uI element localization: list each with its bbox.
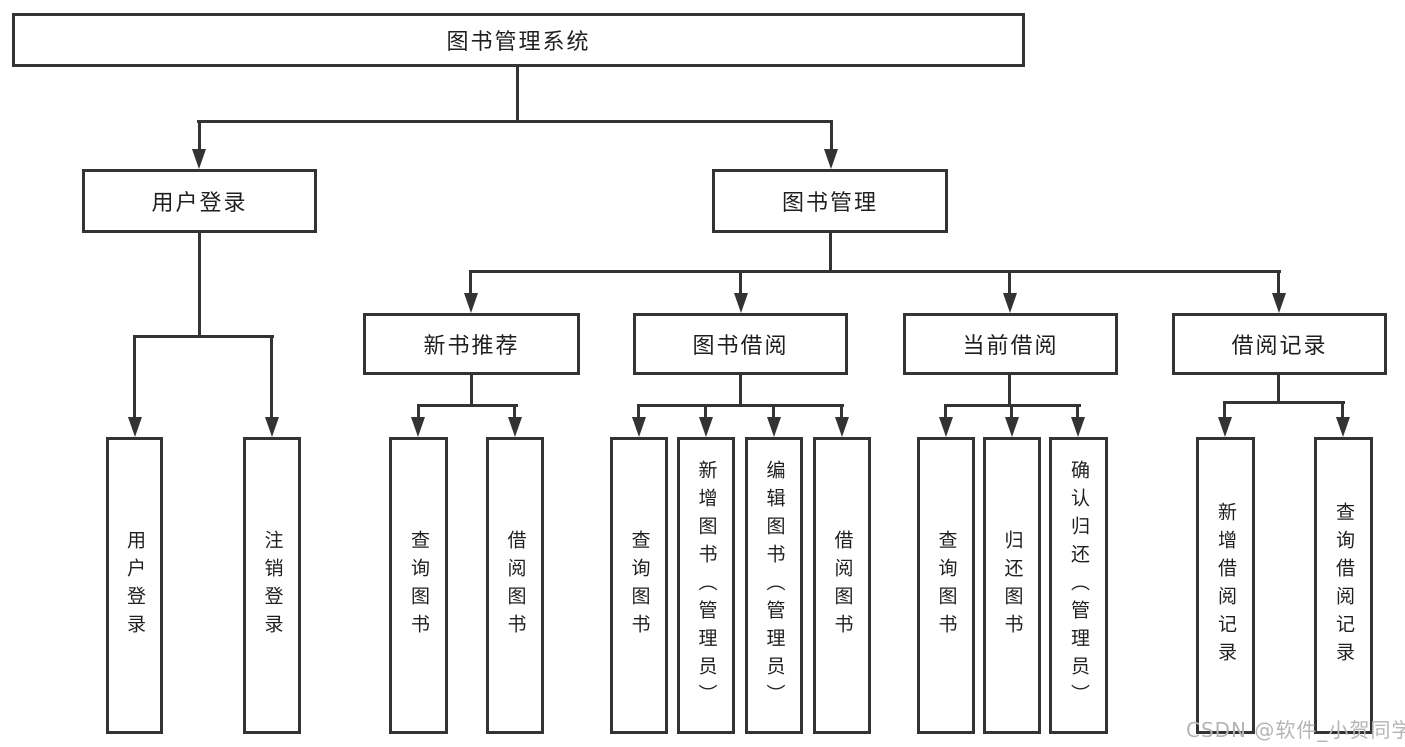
node-book-management: 图书管理: [712, 169, 948, 233]
connector-line: [133, 335, 136, 417]
arrow-down-icon: [835, 417, 849, 437]
node-label: 归还图书: [1001, 529, 1024, 642]
connector-line: [1277, 270, 1280, 293]
node-label: 查询图书: [628, 529, 651, 642]
connector-line: [469, 270, 1281, 273]
connector-line: [840, 404, 843, 417]
leaf-query-books: 查询图书: [610, 437, 668, 734]
connector-line: [417, 404, 420, 417]
arrow-down-icon: [734, 293, 748, 313]
node-label: 查询借阅记录: [1333, 501, 1355, 670]
node-label: 当前借阅: [962, 334, 1059, 359]
connector-line: [516, 67, 519, 121]
connector-line: [470, 375, 473, 407]
node-label: 编辑图书（管理员）: [763, 459, 786, 712]
connector-line: [270, 335, 273, 417]
leaf-edit-books-admin: 编辑图书（管理员）: [745, 437, 803, 734]
node-label: 用户登录: [124, 529, 146, 642]
connector-line: [772, 404, 775, 417]
node-label: 借阅图书: [831, 529, 854, 642]
node-new-book-recommend: 新书推荐: [363, 313, 580, 375]
connector-line: [198, 233, 201, 338]
connector-line: [1277, 375, 1280, 404]
connector-line: [944, 404, 947, 417]
connector-line: [830, 121, 833, 149]
node-label: 图书管理系统: [446, 30, 591, 55]
leaf-logout: 注销登录: [243, 437, 301, 734]
arrow-down-icon: [1003, 293, 1017, 313]
leaf-return-books: 归还图书: [983, 437, 1041, 734]
node-label: 图书借阅: [692, 334, 789, 359]
connector-line: [1223, 401, 1226, 417]
connector-line: [739, 375, 742, 407]
arrow-down-icon: [128, 417, 142, 437]
leaf-add-borrow-record: 新增借阅记录: [1196, 437, 1255, 734]
node-root-system: 图书管理系统: [12, 13, 1025, 67]
leaf-borrow-books: 借阅图书: [813, 437, 871, 734]
arrow-down-icon: [824, 149, 838, 169]
node-label: 借阅记录: [1231, 334, 1328, 359]
connector-line: [1010, 404, 1013, 417]
arrow-down-icon: [192, 149, 206, 169]
leaf-borrow-books: 借阅图书: [486, 437, 544, 734]
arrow-down-icon: [1005, 417, 1019, 437]
node-label: 新增图书（管理员）: [695, 459, 718, 712]
node-label: 新书推荐: [423, 334, 520, 359]
node-label: 图书管理: [781, 191, 878, 216]
connector-line: [513, 404, 516, 417]
arrow-down-icon: [939, 417, 953, 437]
leaf-query-books: 查询图书: [917, 437, 975, 734]
arrow-down-icon: [508, 417, 522, 437]
connector-line: [417, 404, 518, 407]
leaf-query-borrow-record: 查询借阅记录: [1314, 437, 1373, 734]
connector-line: [637, 404, 844, 407]
node-book-borrow: 图书借阅: [633, 313, 848, 375]
connector-line: [637, 404, 640, 417]
node-label: 注销登录: [261, 529, 284, 642]
arrow-down-icon: [464, 293, 478, 313]
connector-line: [198, 121, 201, 149]
node-label: 借阅图书: [504, 529, 527, 642]
connector-line: [197, 120, 833, 123]
arrow-down-icon: [1218, 417, 1232, 437]
connector-line: [704, 404, 707, 417]
watermark: CSDN @软件_小贺同学: [1186, 718, 1405, 742]
node-label: 新增借阅记录: [1215, 501, 1237, 670]
node-current-borrow: 当前借阅: [903, 313, 1118, 375]
leaf-user-login: 用户登录: [106, 437, 163, 734]
connector-line: [1008, 375, 1011, 407]
connector-line: [1008, 270, 1011, 293]
arrow-down-icon: [699, 417, 713, 437]
arrow-down-icon: [265, 417, 279, 437]
arrow-down-icon: [1336, 417, 1350, 437]
arrow-down-icon: [1071, 417, 1085, 437]
arrow-down-icon: [767, 417, 781, 437]
connector-line: [133, 335, 274, 338]
connector-line: [1341, 401, 1344, 417]
arrow-down-icon: [411, 417, 425, 437]
node-label: 确认归还（管理员）: [1068, 459, 1090, 712]
node-label: 查询图书: [408, 529, 430, 642]
connector-line: [1076, 404, 1079, 417]
leaf-confirm-return-admin: 确认归还（管理员）: [1049, 437, 1108, 734]
node-label: 查询图书: [935, 529, 958, 642]
leaf-add-books-admin: 新增图书（管理员）: [677, 437, 735, 734]
node-label: 用户登录: [151, 191, 248, 216]
connector-line: [1223, 401, 1345, 404]
arrow-down-icon: [1272, 293, 1286, 313]
arrow-down-icon: [632, 417, 646, 437]
leaf-query-books: 查询图书: [389, 437, 448, 734]
node-borrow-record: 借阅记录: [1172, 313, 1387, 375]
node-user-login: 用户登录: [82, 169, 317, 233]
connector-line: [739, 270, 742, 293]
connector-line: [829, 233, 832, 273]
connector-line: [469, 270, 472, 293]
